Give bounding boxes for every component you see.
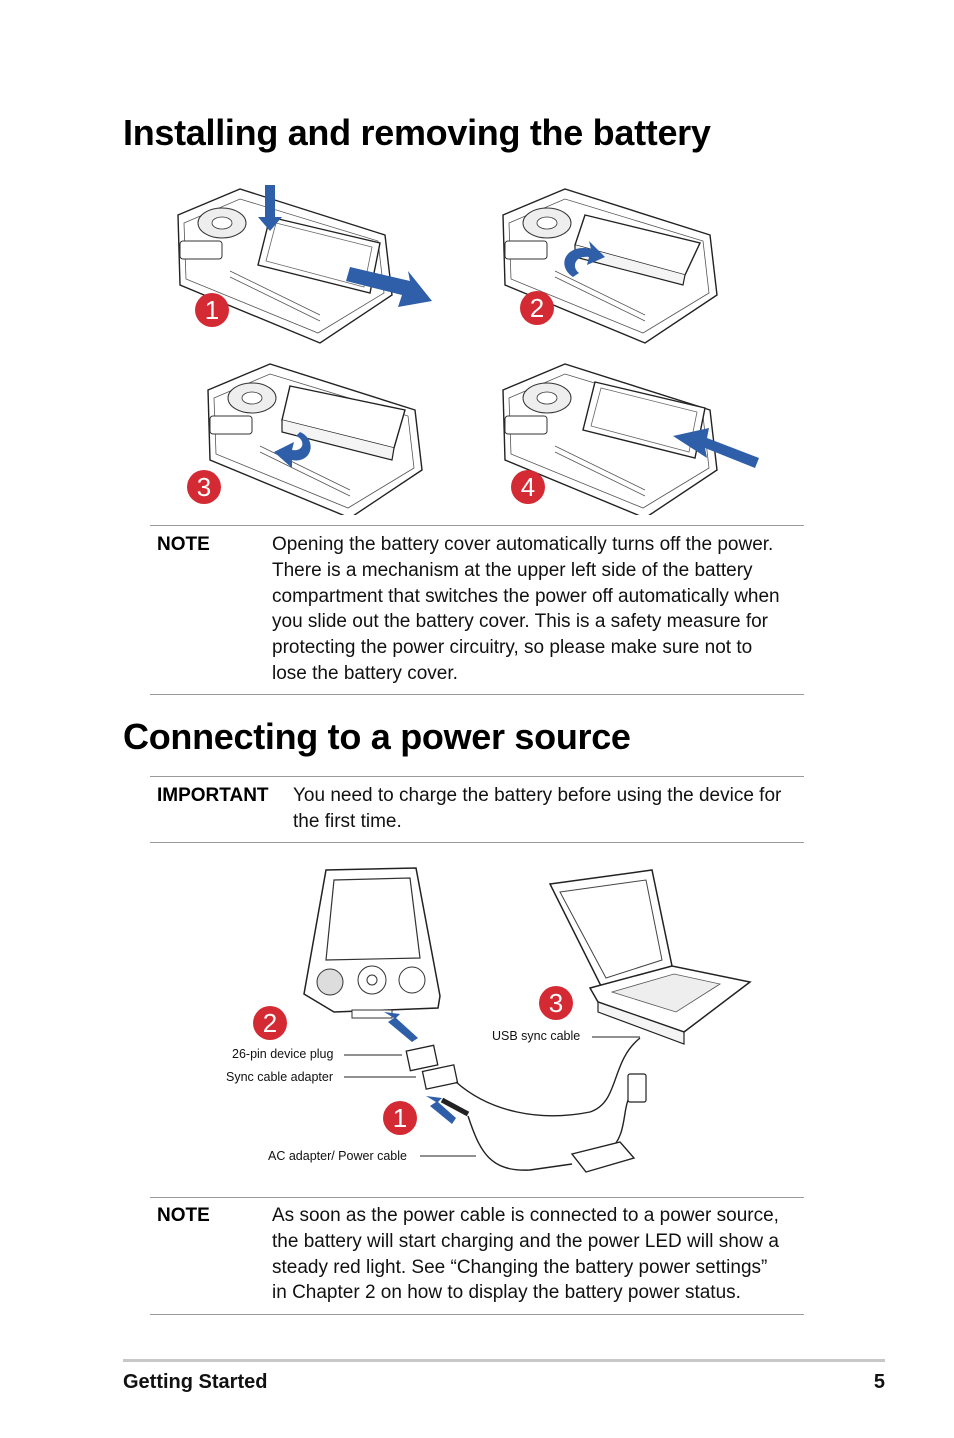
wall-outlet	[627, 1073, 647, 1103]
step-badge-1: 1	[383, 1101, 417, 1135]
usb-cable	[455, 1037, 641, 1117]
important-label: IMPORTANT	[157, 785, 269, 806]
step1-panel	[177, 185, 432, 344]
label-device-plug: 26-pin device plug	[232, 1047, 334, 1061]
step4-panel	[502, 363, 759, 515]
step-badge-1: 1	[195, 293, 229, 327]
power-brick	[570, 1141, 636, 1173]
step-badge-2: 2	[520, 291, 554, 325]
note-text: Opening the battery cover automatically …	[272, 534, 780, 684]
sync-adapter	[421, 1064, 459, 1090]
section-title-battery: Installing and removing the battery	[123, 112, 711, 153]
laptop	[548, 869, 752, 1045]
divider	[150, 1197, 804, 1198]
footer-divider	[123, 1359, 885, 1362]
divider	[150, 842, 804, 843]
arrow-up-icon	[426, 1096, 456, 1124]
rotate-icon	[274, 432, 311, 468]
note-text: As soon as the power cable is connected …	[272, 1205, 779, 1304]
rotate-icon	[564, 241, 605, 277]
arrow-left-icon	[673, 428, 759, 468]
step-badge-3: 3	[187, 470, 221, 504]
divider	[150, 525, 804, 526]
pda-device	[303, 867, 441, 1019]
label-usb-cable: USB sync cable	[492, 1029, 581, 1043]
footer-section: Getting Started	[123, 1371, 268, 1393]
step3-panel	[207, 363, 423, 515]
step-badge-3: 3	[539, 986, 573, 1020]
label-sync-adapter: Sync cable adapter	[226, 1070, 334, 1084]
step-badge-4: 4	[511, 470, 545, 504]
power-connection-diagram	[303, 867, 752, 1173]
section-title-power: Connecting to a power source	[123, 716, 631, 757]
divider	[150, 694, 804, 695]
step-badge-2: 2	[253, 1006, 287, 1040]
divider	[150, 776, 804, 777]
arrow-right-icon	[346, 267, 432, 307]
note-label: NOTE	[157, 1205, 210, 1226]
arrow-up-icon	[384, 1012, 418, 1042]
device-plug	[405, 1044, 439, 1072]
label-ac-adapter: AC adapter/ Power cable	[268, 1149, 407, 1163]
power-cable	[467, 1115, 573, 1171]
step2-panel	[502, 188, 718, 344]
page-number: 5	[873, 1371, 885, 1393]
important-text: You need to charge the battery before us…	[293, 785, 782, 832]
note-label: NOTE	[157, 534, 210, 555]
arrow-down-icon	[258, 185, 282, 231]
battery-illustration	[177, 185, 759, 515]
divider	[150, 1314, 804, 1315]
